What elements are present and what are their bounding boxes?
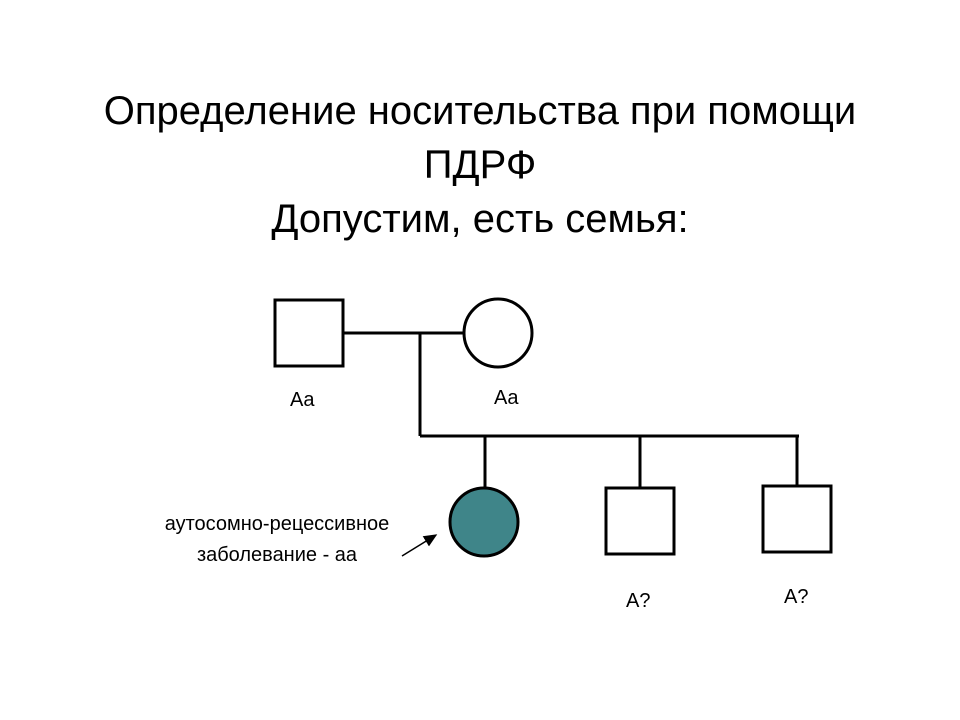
annotation-line-1: аутосомно-рецессивное	[165, 513, 390, 535]
son1-symbol	[604, 486, 676, 556]
slide-title: Определение носительства при помощи ПДРФ…	[0, 84, 960, 246]
title-line-1: Определение носительства при помощи	[103, 89, 857, 133]
father-genotype-label: Aa	[290, 389, 315, 411]
father-symbol	[273, 298, 345, 368]
son2-symbol	[761, 484, 833, 554]
affected-daughter-symbol	[448, 486, 520, 558]
title-line-2: ПДРФ	[423, 143, 537, 187]
annotation-line-2: заболевание - аа	[197, 544, 358, 566]
mother-genotype-label: Aa	[494, 387, 519, 409]
annotation-arrow	[401, 534, 438, 557]
son1-genotype-label: A?	[626, 590, 650, 612]
title-line-3: Допустим, есть семья:	[271, 197, 689, 241]
son2-genotype-label: A?	[784, 586, 808, 608]
mother-symbol	[462, 297, 534, 369]
